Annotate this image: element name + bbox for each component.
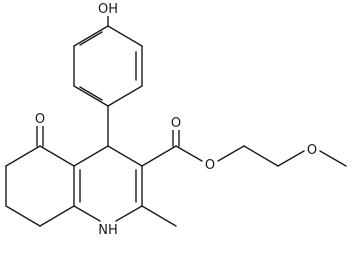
bond [107,145,143,167]
ether-oxygen-label: O [307,143,317,158]
atom-ester-carbonyl-oxygen: O [169,115,183,131]
ester-carbonyl-oxygen-label: O [171,116,181,131]
bond [107,85,143,107]
bond [277,150,305,167]
bond [39,145,75,167]
hydroxyl-label: OH [98,2,118,17]
bond [73,145,109,167]
phenol-ring [73,25,143,107]
bond [217,145,245,162]
bond [5,205,41,227]
bond [5,145,41,167]
bond [107,25,143,47]
ketone-oxygen-label: O [35,112,45,127]
ester-oxygen-label: O [205,158,215,173]
bond-methoxy-methyl [319,150,347,167]
cyclohexenone-ring [5,145,75,227]
double-bond-inner [79,31,103,46]
bond [73,85,109,107]
bond-methyl [141,205,177,227]
bond [115,205,143,222]
double-bond-inner [79,86,103,101]
atom-hydroxyl: OH [96,1,120,17]
amine-label: NH [98,223,118,238]
atom-ketone-oxygen: O [33,111,47,127]
atom-amine: NH [97,222,119,238]
atom-ether-oxygen: O [305,142,319,158]
atom-ester-oxygen: O [203,157,217,173]
dihydropyridine-ring [73,145,143,222]
bond [73,205,101,222]
bond [243,145,279,167]
bond-ester-carbon [141,145,177,167]
bond-ester-oxygen [175,145,203,162]
bond [39,205,75,227]
bond [73,25,109,47]
